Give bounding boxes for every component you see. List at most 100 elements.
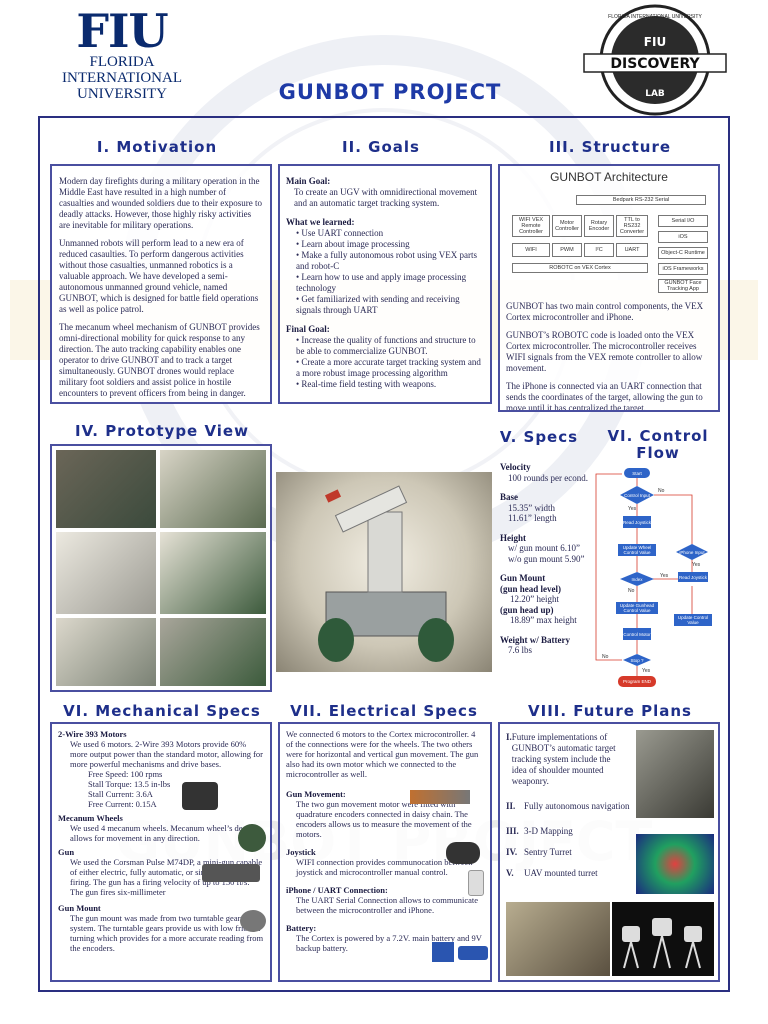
mechanical-title: VI. Mechanical Specs (63, 702, 261, 720)
gunbot-robot-illustration (318, 485, 454, 662)
future-item: IV. Sentry Turret (506, 847, 626, 858)
mechanical-box: 2-Wire 393 Motors We used 6 motors. 2-Wi… (50, 722, 272, 982)
specs-list: Velocity 100 rounds per econd. Base 15.3… (500, 462, 592, 656)
arch-wifi-remote: WIFI VEX Remote Controller (512, 215, 550, 237)
structure-paragraph: GUNBOT has two main control components, … (506, 301, 704, 322)
spec-label: Gun Mount (500, 573, 546, 583)
prototype-photo (56, 618, 156, 686)
motor-spec-list: Free Speed: 100 rpms Stall Torque: 13.5 … (58, 769, 264, 809)
flow-label-yes: Yes (642, 668, 651, 674)
fiu-name-line: INTERNATIONAL (62, 70, 182, 86)
gun-movement-label: Gun Movement: (286, 789, 346, 799)
control-flow-title-line: VI. Control (607, 427, 709, 445)
control-flow-title-line: Flow (636, 444, 680, 462)
future-item-num: II. (506, 801, 516, 811)
spec-value: 12.20” height (510, 594, 559, 604)
future-title: VIII. Future Plans (528, 702, 692, 720)
flow-end: Program END (618, 676, 656, 687)
flow-label-no: No (602, 654, 609, 660)
future-item-num: III. (506, 826, 519, 836)
learned-label: What we learned: (286, 217, 355, 227)
flow-stop: Stop ? (623, 654, 651, 666)
spec-value: 15.35” width (508, 502, 555, 513)
motor-spec: Stall Current: 3.6A (88, 789, 153, 799)
future-item: III. 3-D Mapping (506, 826, 626, 837)
poster-title: GUNBOT PROJECT (278, 80, 502, 104)
sentry-turret-photo (612, 902, 714, 976)
arch-ttl: TTL to RS232 Converter (616, 215, 648, 237)
battery-label: Battery: (286, 923, 317, 933)
battery-pack-photo (458, 946, 488, 960)
spec-value: w/ gun mount 6.10” (508, 543, 580, 553)
svg-text:FLORIDA INTERNATIONAL UNIVERSI: FLORIDA INTERNATIONAL UNIVERSITY (608, 14, 702, 20)
flow-control-input: Control Input (620, 486, 654, 504)
flow-label-no: No (658, 488, 665, 494)
flow-start: Start (624, 468, 650, 478)
main-goal-label: Main Goal: (286, 176, 331, 186)
list-item: Learn about image processing (296, 239, 484, 250)
arch-face-app: GUNBOT Face Tracking App (658, 279, 708, 293)
flow-label-yes: Yes (628, 506, 637, 512)
motivation-paragraph: Modern day firefights during a military … (59, 176, 262, 230)
spec-value: 18.89” max height (510, 615, 577, 625)
battery-text: The Cortex is powered by a 7.2V. main ba… (296, 933, 482, 953)
gun-text: We used the Corsman Pulse M74DP, a mini-… (70, 857, 263, 897)
arch-serial-io: Serial I/O (658, 215, 708, 227)
future-item-text: Sentry Turret (524, 847, 572, 857)
future-item-text: UAV mounted turret (524, 868, 598, 878)
arch-wifi: WIFI (512, 243, 550, 257)
list-item: Use UART connection (296, 228, 484, 239)
arch-ios: iOS (658, 231, 708, 243)
prototype-photo-grid (50, 444, 272, 692)
future-item-num: V. (506, 868, 514, 878)
electrical-title: VII. Electrical Specs (290, 702, 478, 720)
final-goal-list: Increase the quality of functions and st… (286, 335, 484, 390)
spec-label: Weight w/ Battery (500, 634, 570, 645)
joystick-text: WIFI connection provides communocation b… (296, 857, 473, 877)
spec-sublabel: (gun head up) (500, 604, 554, 615)
motors-label: 2-Wire 393 Motors (58, 729, 127, 739)
mecanum-label: Mecanum Wheels (58, 813, 123, 823)
list-item: Get familiarized with sending and receiv… (296, 294, 484, 316)
flow-update-control: Update Control Value (674, 614, 712, 626)
mecanum-text: We used 4 mecanum wheels. Mecanum wheel’… (70, 823, 257, 843)
list-item: Create a more accurate target tracking s… (296, 357, 484, 379)
joystick-photo (446, 842, 480, 864)
arch-bedpark: Bedpark RS-232 Serial (576, 195, 706, 205)
goals-box: Main Goal: To create an UGV with omnidir… (278, 164, 492, 404)
motivation-paragraph: Unmanned robots will perform lead to a n… (59, 238, 259, 314)
flow-label-no: No (628, 588, 635, 594)
specs-title: V. Specs (499, 428, 579, 446)
spec-value: 11.61” length (508, 513, 557, 523)
future-item: V. UAV mounted turret (506, 868, 626, 879)
prototype-photo (160, 618, 266, 686)
svg-text:LAB: LAB (645, 89, 665, 99)
structure-box: GUNBOT Architecture Bedpark RS-232 Seria… (498, 164, 720, 412)
arch-pwm: PWM (552, 243, 582, 257)
list-item: Learn how to use and apply image process… (296, 272, 484, 294)
future-item-text: Future implementations of GUNBOT’s autom… (511, 732, 616, 786)
motor-spec: Free Speed: 100 rpms (88, 769, 163, 779)
prototype-title: IV. Prototype View (75, 422, 249, 440)
future-item-text: Fully autonomous navigation (524, 801, 630, 811)
spec-value: w/o gun mount 5.90” (508, 553, 585, 564)
architecture-diagram: Bedpark RS-232 Serial WIFI VEX Remote Co… (506, 187, 712, 295)
arch-robotc: ROBOTC on VEX Cortex (512, 263, 648, 273)
electrical-box: We connected 6 motors to the Cortex micr… (278, 722, 492, 982)
future-item-num: IV. (506, 847, 518, 857)
gunbot-main-photo (276, 472, 492, 672)
spec-label: Velocity (500, 462, 531, 472)
arch-ios-frameworks: iOS Frameworks (658, 263, 708, 275)
structure-paragraph: The iPhone is connected via an UART conn… (506, 381, 703, 412)
spec-label: Base (500, 492, 518, 502)
prototype-photo (56, 532, 156, 614)
control-flow-diagram: Start Control Input Read Joystick Update… (592, 464, 722, 694)
control-flow-title: VI. Control Flow (596, 428, 720, 462)
motivation-title: I. Motivation (96, 138, 218, 156)
final-goal-label: Final Goal: (286, 324, 330, 334)
gear-photo (240, 910, 266, 932)
motor-photo (182, 782, 218, 810)
spec-value: 100 rounds per econd. (508, 472, 588, 483)
electrical-intro: We connected 6 motors to the Cortex micr… (286, 729, 479, 779)
future-box: I. Future implementations of GUNBOT’s au… (498, 722, 720, 982)
